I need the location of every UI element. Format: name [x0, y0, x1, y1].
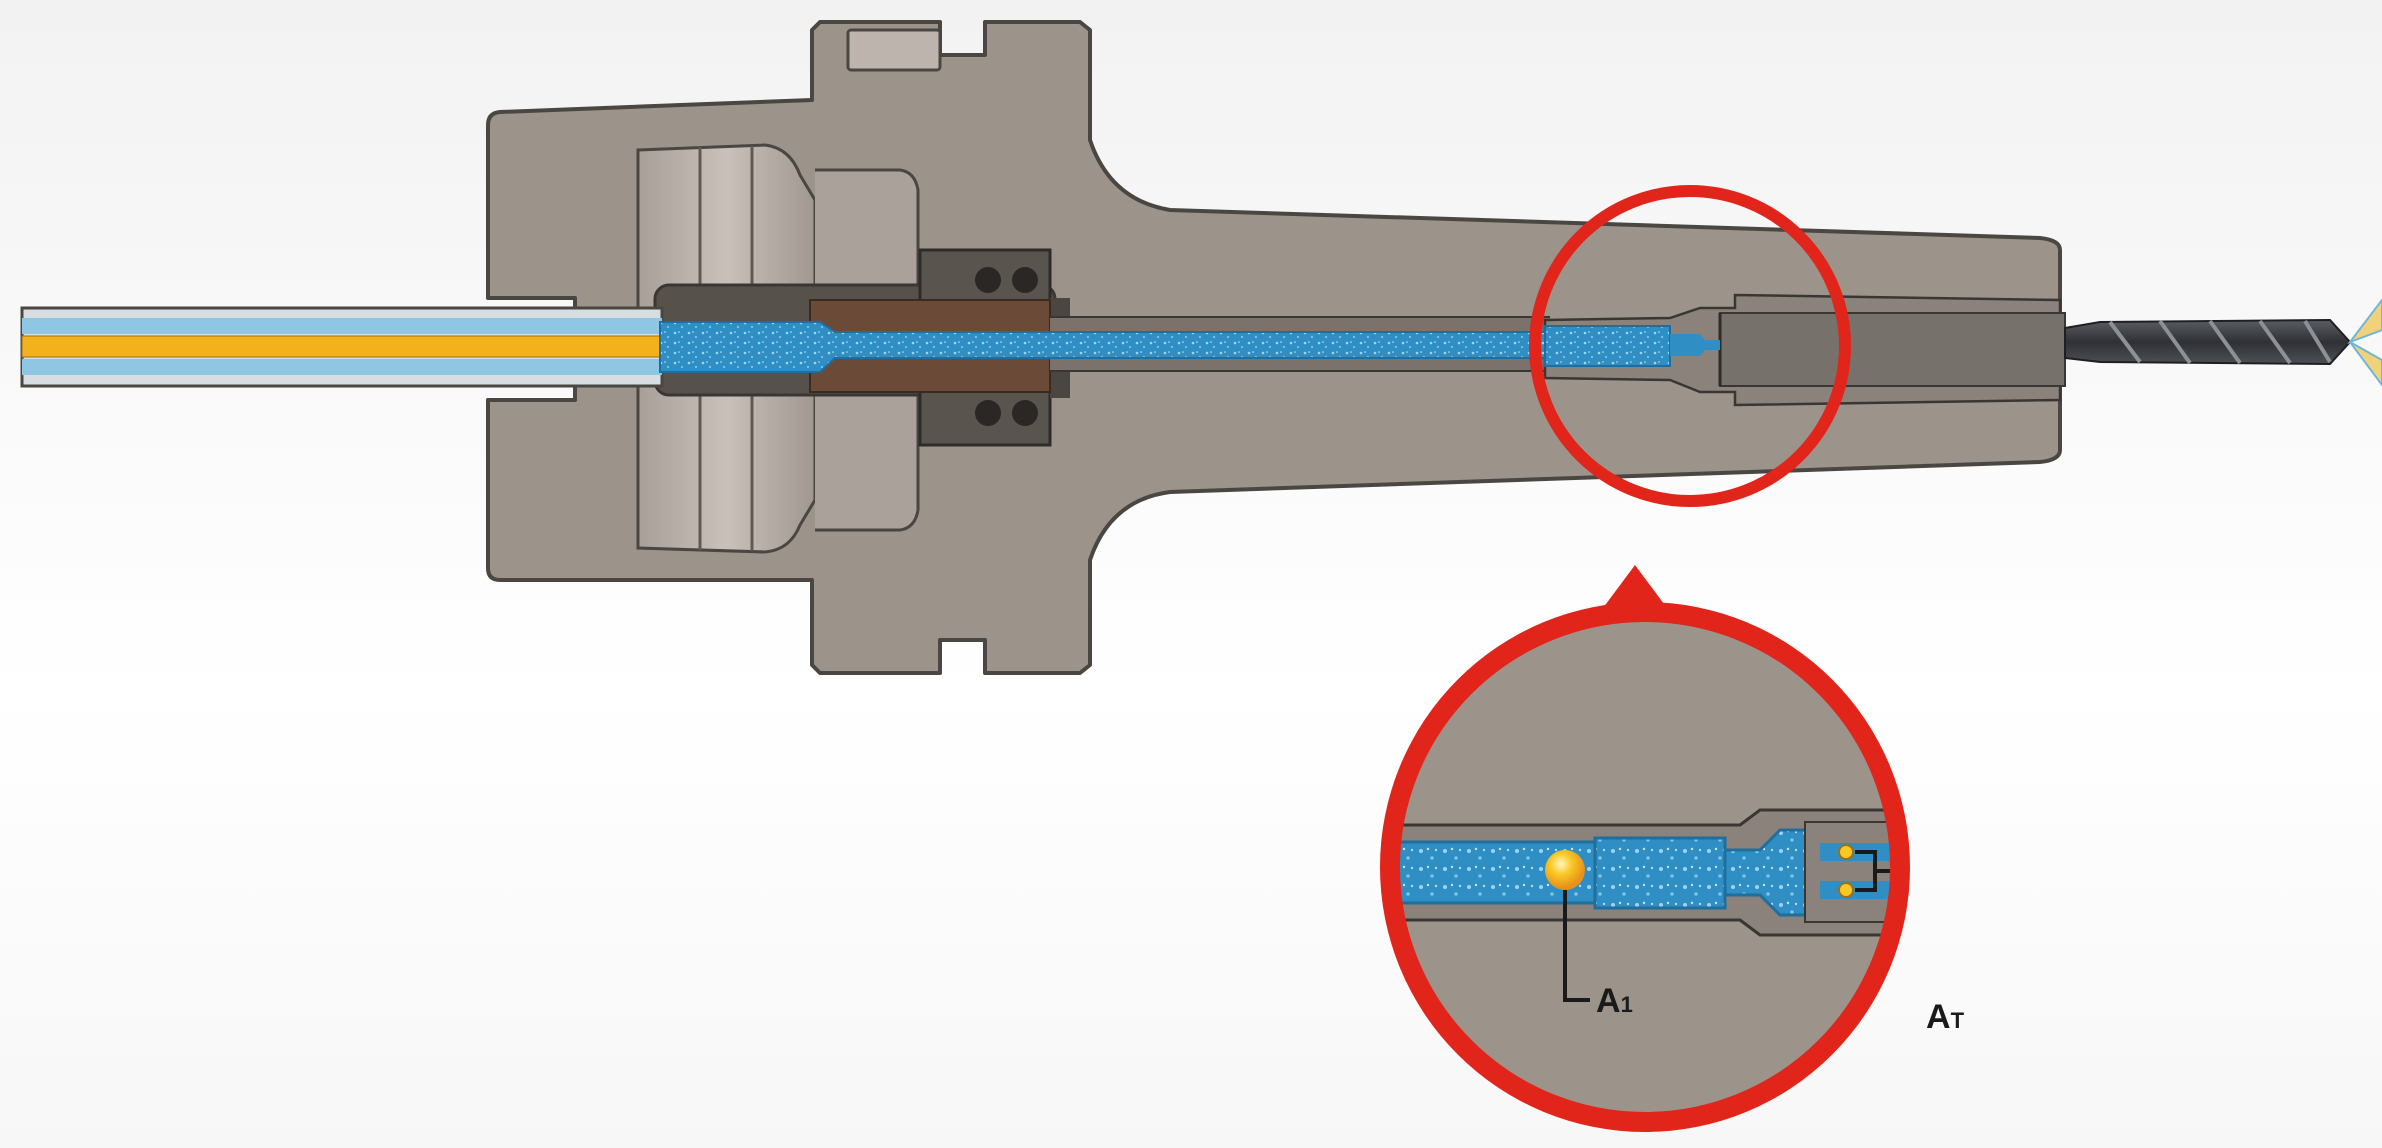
top-key-slot [846, 28, 942, 72]
pointer-triangle-icon [1603, 565, 1667, 608]
label-a1-main: A [1596, 982, 1621, 1020]
outlet-dot-bottom [1838, 882, 1854, 898]
label-a1-sub: 1 [1621, 992, 1633, 1017]
label-at-sub: T [1951, 1008, 1965, 1033]
air-bubble-icon [1545, 850, 1585, 890]
magnifier-callout-icon [1529, 185, 1851, 507]
air-channel [21, 335, 688, 358]
coolant-flow [659, 321, 1720, 373]
label-a1: A1 [1596, 982, 1633, 1020]
tool-shank [1719, 312, 2066, 387]
zoom-detail [1380, 602, 1910, 1132]
input-tubes [20, 306, 694, 388]
outlet-dot-top [1838, 844, 1854, 860]
coolant-spray [2347, 298, 2382, 345]
a1-leader [1563, 890, 1590, 1002]
svg-text:A1: A1 [1596, 982, 1633, 1020]
coolant-channel-top [22, 318, 662, 334]
coolant-channel-bottom [22, 359, 662, 375]
drill-bit-icon [2064, 298, 2382, 387]
svg-text:AT: AT [1926, 998, 1965, 1036]
label-at: AT [1926, 998, 1965, 1036]
label-at-main: A [1926, 998, 1951, 1036]
